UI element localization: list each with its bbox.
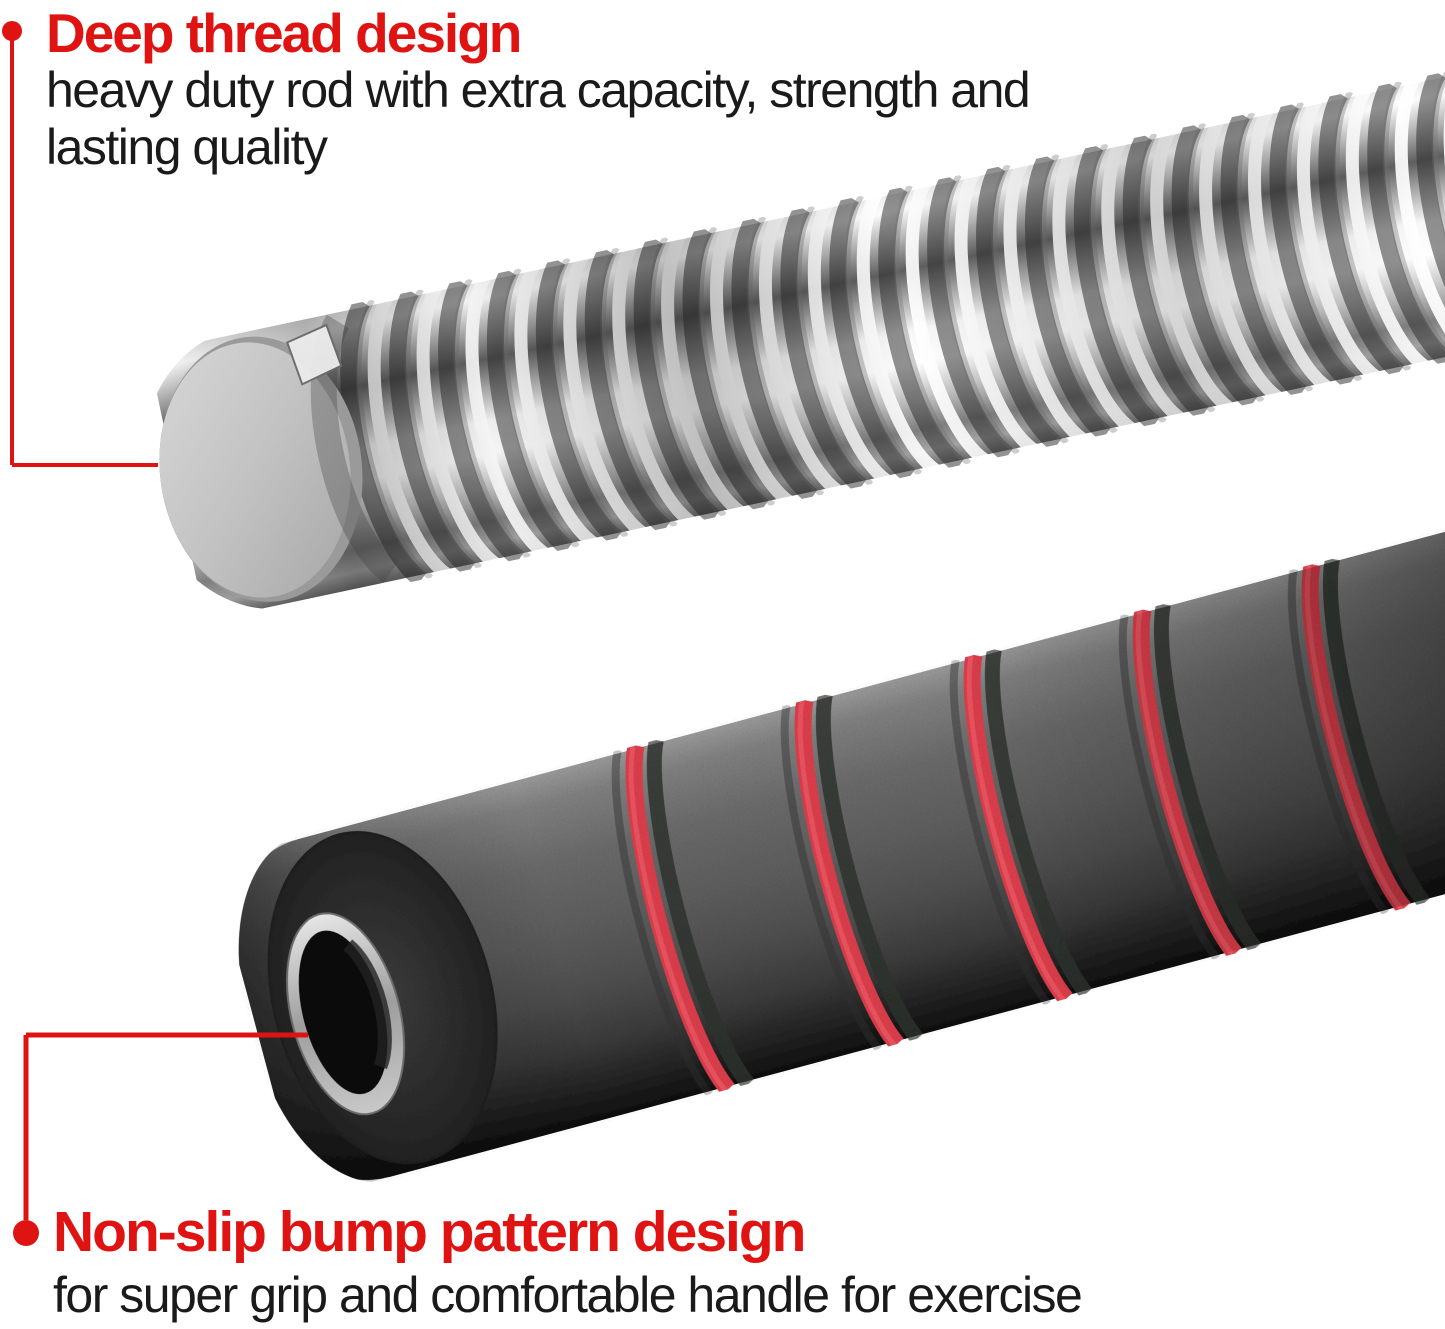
bottom-callout-dot bbox=[13, 1220, 39, 1246]
top-callout-dot bbox=[2, 21, 22, 41]
top-callout-line bbox=[10, 38, 158, 467]
bottom-heading: Non-slip bump pattern design bbox=[53, 1200, 806, 1264]
bottom-callout-line bbox=[23, 1032, 308, 1220]
top-subtitle: heavy duty rod with extra capacity, stre… bbox=[46, 62, 1031, 175]
thread-start-notch bbox=[285, 323, 343, 386]
foam-grip-photo bbox=[211, 497, 1445, 1201]
threaded-rod-photo bbox=[148, 22, 1445, 621]
top-heading: Deep thread design bbox=[46, 2, 522, 64]
bottom-subtitle: for super grip and comfortable handle fo… bbox=[53, 1267, 1083, 1323]
rod-end-face bbox=[159, 342, 351, 598]
